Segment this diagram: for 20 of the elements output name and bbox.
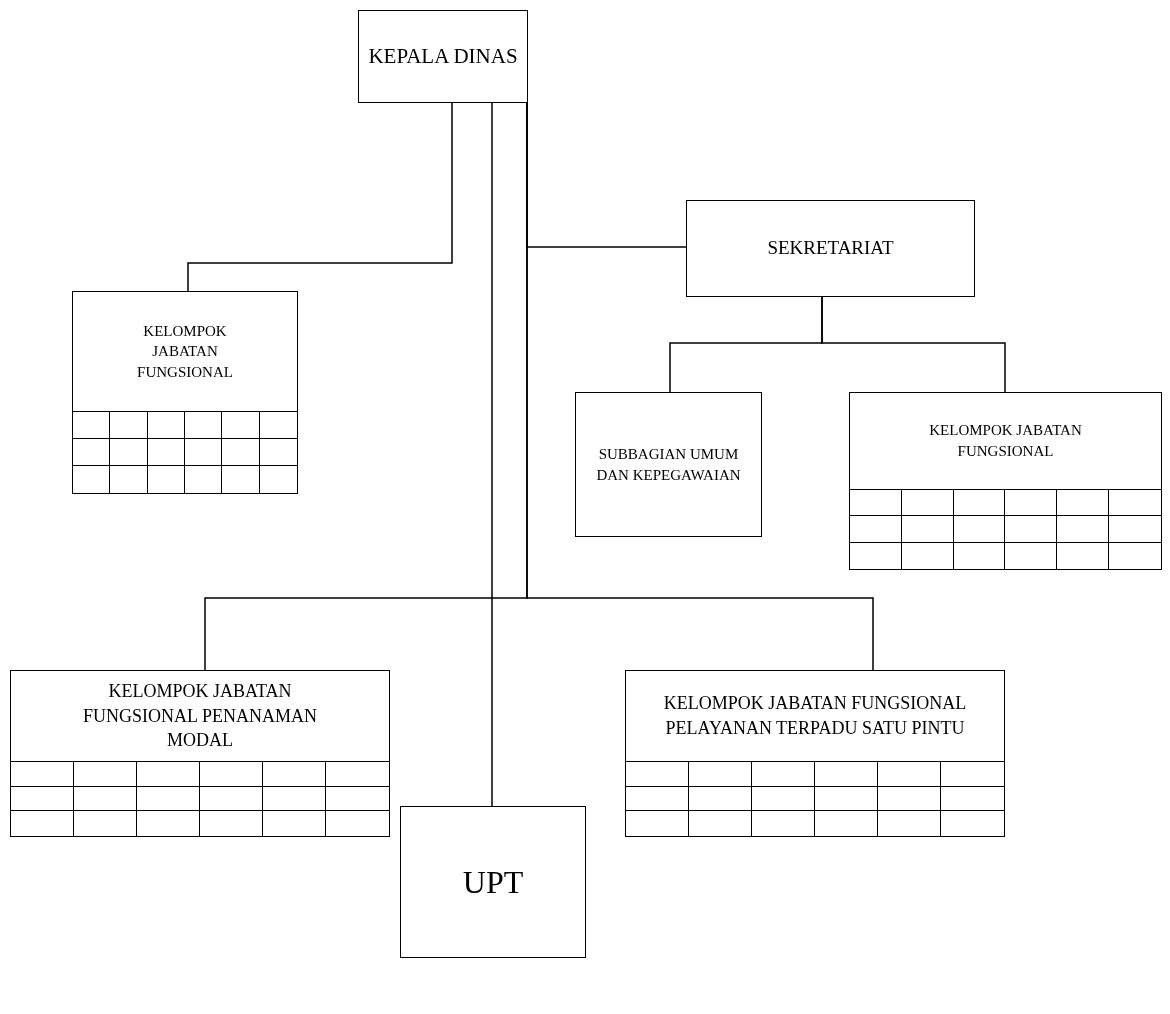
org-box	[686, 200, 975, 297]
box-label: KELOMPOK JABATAN FUNGSIONAL PELAYANAN TERPADU SATU PINTU	[662, 692, 968, 740]
org-box	[400, 806, 586, 958]
box-label: KELOMPOK JABATAN FUNGSIONAL	[928, 421, 1083, 461]
box-label: KELOMPOK JABATAN FUNGSIONAL PENANAMAN MODAL	[82, 679, 318, 753]
org-box	[10, 670, 390, 837]
box-label: KELOMPOK JABATAN FUNGSIONAL	[136, 321, 234, 382]
org-box	[625, 670, 1005, 837]
connector-line	[187, 102, 453, 292]
box-label: SEKRETARIAT	[767, 236, 894, 261]
org-box	[358, 10, 528, 103]
connector-line	[491, 102, 493, 807]
connector-line	[821, 296, 1006, 393]
org-box	[72, 291, 298, 494]
box-label: SUBBAGIAN UMUM DAN KEPEGAWAIAN	[595, 444, 742, 485]
org-box	[849, 392, 1162, 570]
box-label: KEPALA DINAS	[368, 43, 518, 71]
box-label: UPT	[462, 863, 524, 902]
connector-line	[526, 102, 874, 671]
org-box	[575, 392, 762, 537]
